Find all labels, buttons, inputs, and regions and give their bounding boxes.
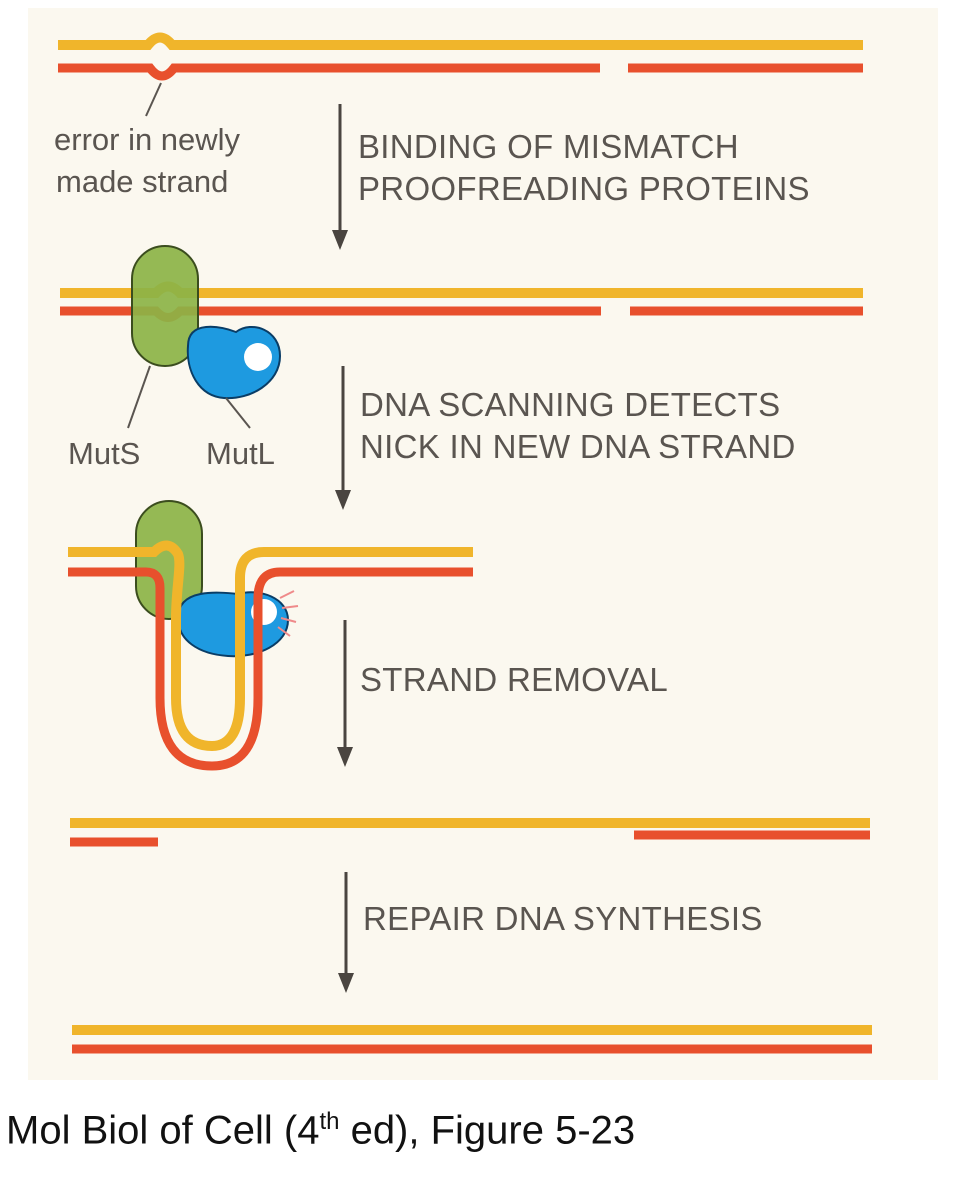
caption-suffix: ed), Figure 5-23 — [339, 1108, 636, 1153]
stage4-dna — [70, 818, 870, 847]
arrow-step2 — [335, 366, 351, 510]
step3-label: STRAND REMOVAL — [360, 661, 668, 698]
error-label-line2: made strand — [56, 164, 228, 199]
stage5-dna — [72, 1025, 872, 1054]
mismatch-repair-figure: error in newly made strand BINDING OF MI… — [28, 8, 938, 1080]
muts-protein — [135, 500, 203, 620]
new-strand-left — [68, 567, 473, 771]
muts-label: MutS — [68, 436, 140, 471]
new-strand-left — [58, 63, 600, 81]
stage1-dna — [58, 32, 863, 81]
caption-prefix: Mol Biol of Cell (4 — [6, 1108, 320, 1153]
nick-spark — [277, 590, 299, 637]
arrow-step4 — [338, 872, 354, 993]
mutl-label: MutL — [206, 436, 275, 471]
step1-label-line1: BINDING OF MISMATCH — [358, 128, 739, 165]
error-label-line1: error in newly — [54, 122, 241, 157]
template-strand — [58, 32, 863, 50]
step4-label: REPAIR DNA SYNTHESIS — [363, 900, 763, 937]
arrow-step3 — [337, 620, 353, 767]
step2-label-line2: NICK IN NEW DNA STRAND — [360, 428, 796, 465]
step2-label-line1: DNA SCANNING DETECTS — [360, 386, 780, 423]
caption-superscript: th — [319, 1108, 340, 1135]
template-strand — [68, 540, 473, 752]
mutl-pointer-line — [225, 397, 251, 429]
error-pointer-line — [145, 82, 162, 117]
mutl-white-dot — [244, 343, 272, 371]
figure-caption: Mol Biol of Cell (4th ed), Figure 5-23 — [6, 1108, 635, 1153]
muts-protein — [131, 245, 199, 367]
step1-label-line2: PROOFREADING PROTEINS — [358, 170, 810, 207]
arrow-step1 — [332, 104, 348, 250]
muts-pointer-line — [127, 365, 151, 429]
mismatch-repair-diagram: error in newly made strand BINDING OF MI… — [54, 32, 872, 1054]
stage3-dna — [68, 540, 473, 771]
